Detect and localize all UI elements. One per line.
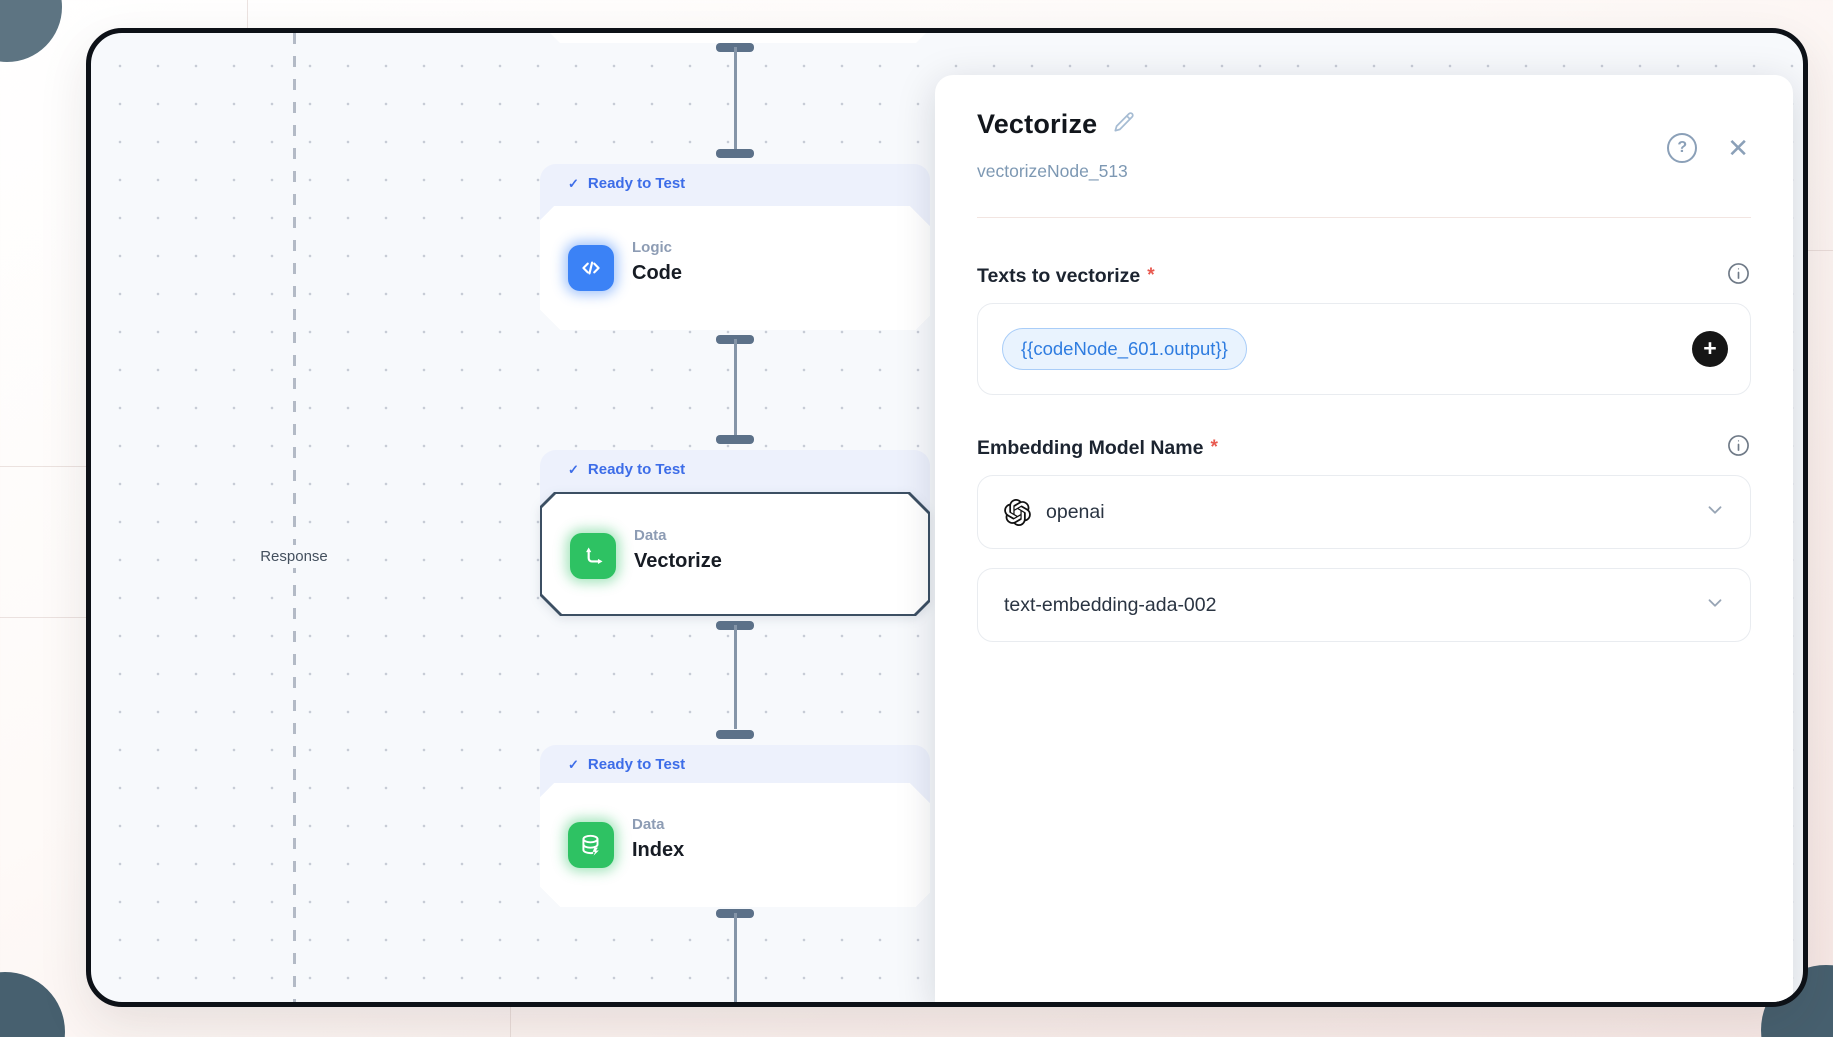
- node-name: Code: [632, 262, 682, 284]
- connector-handle[interactable]: [716, 730, 754, 739]
- database-icon: [568, 822, 614, 868]
- background-gridline: [1808, 250, 1833, 251]
- edit-pencil-icon[interactable]: [1111, 109, 1137, 140]
- panel-title: Vectorize: [977, 109, 1098, 139]
- node-category: Data: [632, 816, 665, 833]
- background-gridline: [0, 617, 86, 618]
- node-name: Index: [632, 839, 685, 861]
- node-card-code[interactable]: Logic Code: [540, 206, 930, 330]
- add-variable-button[interactable]: +: [1692, 331, 1728, 367]
- node-status-text: Ready to Test: [587, 756, 686, 773]
- help-icon[interactable]: ?: [1667, 133, 1698, 163]
- partial-node-card[interactable]: [540, 28, 930, 43]
- node-category: Data: [634, 527, 667, 544]
- node-card-surface: Data Index: [540, 783, 930, 907]
- info-icon[interactable]: [1726, 433, 1751, 463]
- info-icon[interactable]: [1726, 261, 1751, 291]
- page-corner-decoration: [0, 0, 62, 62]
- connector-handle[interactable]: [716, 435, 754, 444]
- model-select-value: text-embedding-ada-002: [1004, 593, 1217, 616]
- model-select[interactable]: text-embedding-ada-002: [977, 568, 1751, 642]
- node-card-surface: Data Vectorize: [542, 494, 928, 614]
- vectorize-axes-icon: [570, 533, 616, 579]
- texts-field-label: Texts to vectorize: [977, 264, 1141, 287]
- chevron-down-icon: [1704, 499, 1726, 526]
- required-asterisk: *: [1210, 437, 1218, 458]
- connector-wire: [734, 339, 737, 437]
- connector-wire: [734, 913, 737, 1002]
- connector-wire: [734, 47, 737, 153]
- page-corner-decoration: [0, 972, 65, 1037]
- check-icon: ✓: [568, 462, 579, 477]
- node-id-text: vectorizeNode_513: [977, 161, 1128, 181]
- code-icon: [568, 245, 614, 291]
- provider-select-value: openai: [1046, 500, 1105, 523]
- model-field-label: Embedding Model Name: [977, 436, 1204, 459]
- node-card-index[interactable]: Data Index: [540, 783, 930, 907]
- variable-token-chip[interactable]: {{codeNode_601.output}}: [1002, 328, 1247, 370]
- background-gridline: [510, 1007, 511, 1037]
- chevron-down-icon: [1704, 592, 1726, 619]
- plus-glyph: +: [1703, 334, 1717, 361]
- response-boundary-dashed-line: [293, 33, 296, 1002]
- node-name: Vectorize: [634, 550, 722, 572]
- check-icon: ✓: [568, 176, 579, 191]
- connector-wire: [734, 625, 737, 729]
- close-icon[interactable]: ✕: [1727, 133, 1749, 163]
- texts-to-vectorize-input[interactable]: {{codeNode_601.output}} +: [977, 303, 1751, 395]
- openai-logo-icon: [1004, 498, 1031, 526]
- node-config-panel: Vectorize vectorizeNode_513 ? ✕ Texts to…: [935, 75, 1793, 1002]
- provider-select[interactable]: openai: [977, 475, 1751, 549]
- node-card-surface: Logic Code: [540, 206, 930, 330]
- check-icon: ✓: [568, 757, 579, 772]
- panel-divider: [977, 217, 1751, 218]
- node-status-text: Ready to Test: [587, 175, 686, 192]
- connector-handle[interactable]: [716, 149, 754, 158]
- node-category: Logic: [632, 239, 672, 256]
- required-asterisk: *: [1147, 265, 1155, 286]
- background-gridline: [0, 466, 86, 467]
- node-status-text: Ready to Test: [587, 461, 686, 478]
- help-glyph: ?: [1677, 139, 1688, 156]
- response-section-label: Response: [252, 545, 336, 568]
- workflow-canvas[interactable]: Response ✓ Ready to Test Logic Code ✓ Re…: [86, 28, 1808, 1007]
- background-gridline: [247, 0, 248, 28]
- node-card-vectorize[interactable]: Data Vectorize: [540, 492, 930, 616]
